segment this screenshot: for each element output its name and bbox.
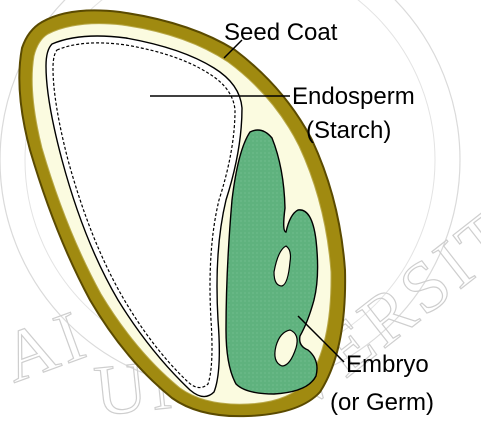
watermark-text-left: AI bbox=[0, 294, 98, 398]
label-endosperm: Endosperm bbox=[292, 83, 415, 110]
label-seed-coat: Seed Coat bbox=[224, 19, 338, 46]
label-embryo-sub: (or Germ) bbox=[330, 389, 434, 416]
label-endosperm-sub: (Starch) bbox=[306, 117, 391, 144]
label-embryo: Embryo bbox=[346, 351, 429, 378]
